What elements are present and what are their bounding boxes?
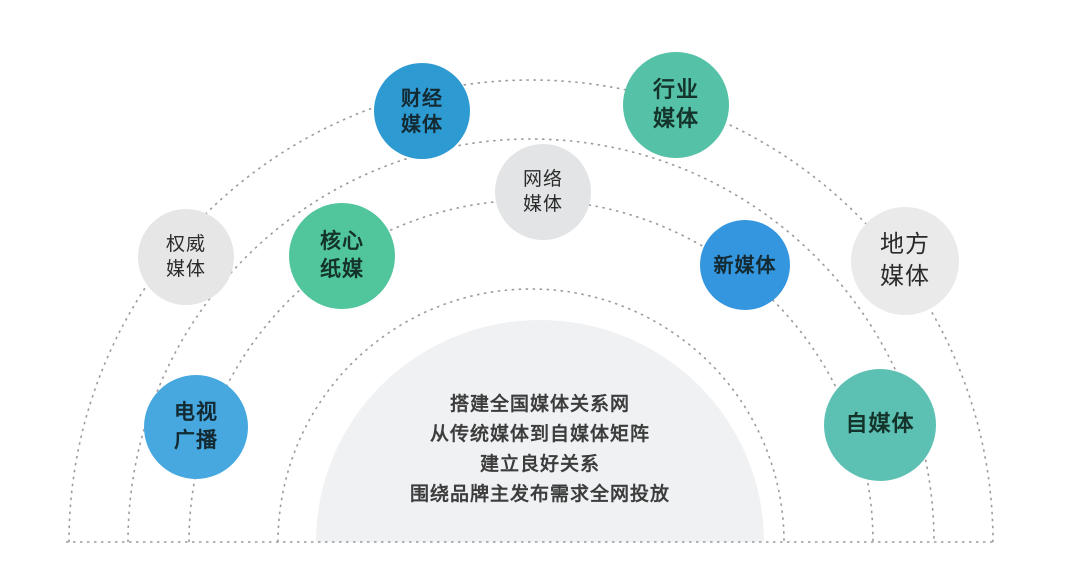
bubble-caijing-media: 财经 媒体 (374, 63, 470, 159)
core-line-3: 建立良好关系 (479, 453, 600, 475)
core-dome-shape (316, 320, 764, 542)
core-line-4: 围绕品牌主发布需求全网投放 (409, 483, 670, 505)
bubble-zi-media: 自媒体 (824, 369, 936, 481)
bubble-xin-media: 新媒体 (700, 220, 790, 310)
bubble-wangluo-media: 网络 媒体 (495, 144, 591, 240)
core-strategy-text: 搭建全国媒体关系网 从传统媒体到自媒体矩阵 建立良好关系 围绕品牌主发布需求全网… (320, 389, 760, 509)
core-line-2: 从传统媒体到自媒体矩阵 (429, 423, 650, 445)
core-line-1: 搭建全国媒体关系网 (449, 393, 630, 415)
bubble-quanwei-media: 权威 媒体 (138, 209, 234, 305)
bubble-hangye-media: 行业 媒体 (623, 52, 729, 158)
orbit-arc-third (188, 199, 874, 543)
bubble-dianshi-guangbo: 电视 广播 (144, 375, 248, 479)
bubble-difang-media: 地方 媒体 (851, 207, 959, 315)
orbit-arc-second (127, 138, 935, 543)
bubble-hexin-zhimei: 核心 纸媒 (289, 203, 395, 309)
